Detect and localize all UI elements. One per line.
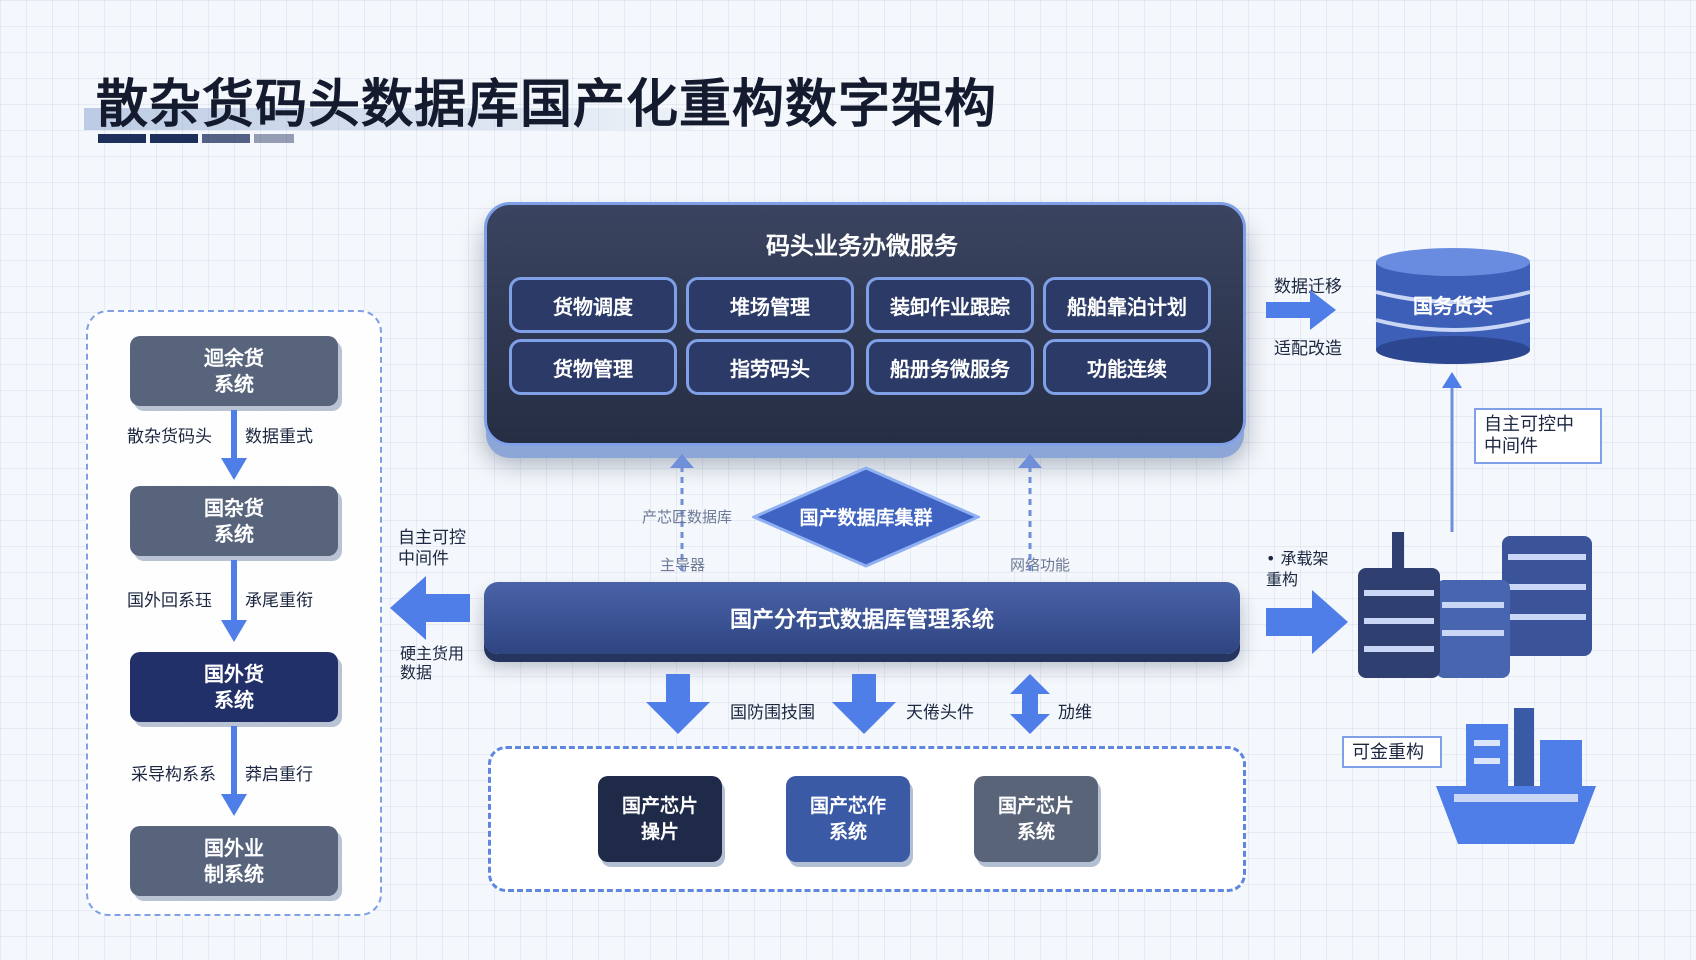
arrow-down-icon bbox=[221, 410, 247, 480]
migration-label-top: 数据迁移 bbox=[1274, 277, 1342, 297]
down-arrow-label-2: 天倦头件 bbox=[906, 703, 974, 723]
cluster-right-sub-label: 网络功能 bbox=[1010, 556, 1071, 574]
title-decoration bbox=[150, 134, 198, 143]
flow-label: 数据重式 bbox=[245, 427, 313, 447]
dashed-up-arrow-icon bbox=[670, 454, 694, 574]
page-title: 散杂货码头数据库国产化重构数字架构 bbox=[96, 75, 998, 135]
database-icon bbox=[1375, 248, 1531, 364]
flow-label: 国外回系珏 bbox=[127, 591, 212, 611]
flow-label: 散杂货码头 bbox=[127, 427, 212, 447]
title-decoration bbox=[254, 134, 294, 143]
arrow-down-icon bbox=[221, 560, 247, 642]
dashed-up-arrow-icon bbox=[1018, 454, 1042, 574]
module-terminal-guide[interactable]: 指劳码头 bbox=[686, 339, 854, 395]
database-cluster-diamond bbox=[752, 466, 980, 568]
module-yard-management[interactable]: 堆场管理 bbox=[686, 277, 854, 333]
middleware-note: 自主可控中 中间件 bbox=[1474, 408, 1602, 464]
microservice-panel-title: 码头业务办微服务 bbox=[766, 232, 958, 260]
chip-box-1[interactable]: 国产芯片 操片 bbox=[598, 776, 722, 862]
arrow-down-icon bbox=[221, 726, 247, 816]
title-highlight bbox=[84, 108, 694, 130]
left-arrow-label-bottom: 硬主货用 数据 bbox=[400, 644, 465, 682]
database-cluster-label: 国产数据库集群 bbox=[799, 507, 933, 529]
arrow-down-icon bbox=[832, 674, 896, 734]
cluster-left-label: 产芯匠数据库 bbox=[642, 508, 733, 526]
migration-label-bottom: 适配改造 bbox=[1274, 339, 1342, 359]
flow-label: 承尾重衔 bbox=[245, 591, 313, 611]
down-arrow-label-3: 劢维 bbox=[1058, 703, 1092, 723]
ship-icon bbox=[1436, 708, 1596, 844]
right-arrow-label: • 承载架 重构 bbox=[1266, 549, 1329, 589]
database-label: 国务货头 bbox=[1413, 294, 1493, 318]
flow-label: 莽启重行 bbox=[245, 765, 313, 785]
arrow-right-icon bbox=[1266, 590, 1348, 654]
arrow-down-icon bbox=[646, 674, 710, 734]
system-box-4[interactable]: 国外业 制系统 bbox=[130, 826, 338, 896]
flow-label: 采导构系系 bbox=[131, 765, 216, 785]
system-box-1[interactable]: 迴余货 系统 bbox=[130, 336, 338, 406]
cluster-left-sub-label: 主导器 bbox=[660, 556, 706, 574]
arrow-up-icon bbox=[1442, 372, 1462, 532]
module-berthing-plan[interactable]: 船舶靠泊计划 bbox=[1043, 277, 1211, 333]
down-arrow-label-1: 国防围技围 bbox=[730, 703, 815, 723]
module-loading-tracking[interactable]: 装卸作业跟踪 bbox=[866, 277, 1034, 333]
server-cluster-icon bbox=[1358, 532, 1592, 678]
title-decoration bbox=[202, 134, 250, 143]
arrow-right-icon bbox=[1266, 290, 1336, 330]
bidirectional-arrow-icon bbox=[1010, 674, 1050, 734]
left-arrow-label-top: 自主可控 中间件 bbox=[398, 528, 466, 569]
title-decoration bbox=[98, 134, 146, 143]
module-continuity[interactable]: 功能连续 bbox=[1043, 339, 1211, 395]
rebuild-note: 可金重构 bbox=[1342, 736, 1442, 768]
arrow-left-icon bbox=[390, 576, 470, 640]
distributed-dbms-bar[interactable]: 国产分布式数据库管理系统 bbox=[484, 582, 1240, 654]
module-cargo-dispatch[interactable]: 货物调度 bbox=[509, 277, 677, 333]
system-box-3[interactable]: 国外货 系统 bbox=[130, 652, 338, 722]
chip-box-2[interactable]: 国产芯作 系统 bbox=[786, 776, 910, 862]
system-box-2[interactable]: 国杂货 系统 bbox=[130, 486, 338, 556]
chip-box-3[interactable]: 国产芯片 系统 bbox=[974, 776, 1098, 862]
module-ship-microservice[interactable]: 船册务微服务 bbox=[866, 339, 1034, 395]
module-cargo-management[interactable]: 货物管理 bbox=[509, 339, 677, 395]
